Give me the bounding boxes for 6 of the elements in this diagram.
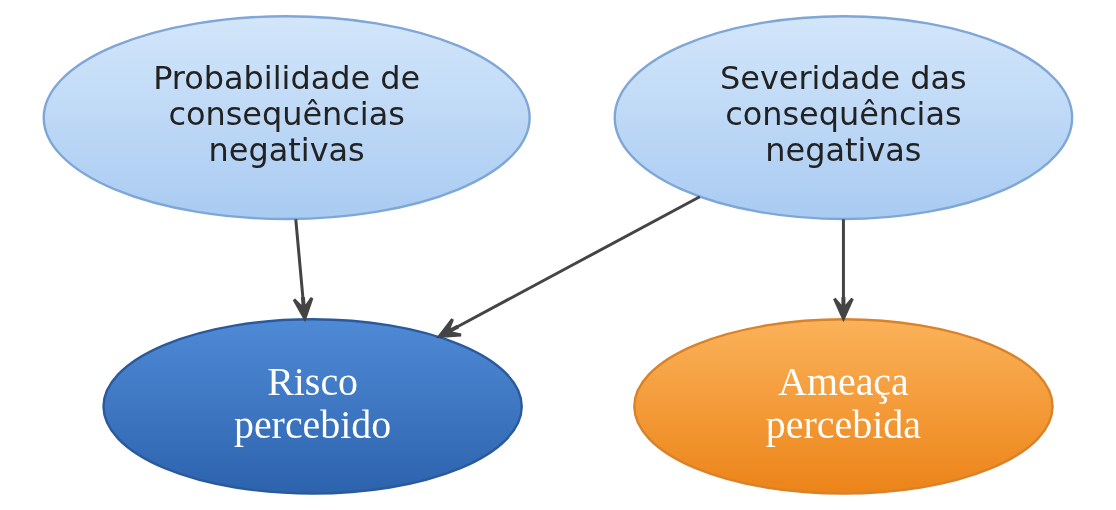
arrow [292,219,314,321]
node-ellipse: Severidade das consequências negativas [613,15,1074,221]
node-ellipse: Ameaça percebida [633,318,1054,495]
node-ellipse: Probabilidade de consequências negativas [42,15,531,221]
arrow [832,219,854,321]
arrow [437,195,701,339]
